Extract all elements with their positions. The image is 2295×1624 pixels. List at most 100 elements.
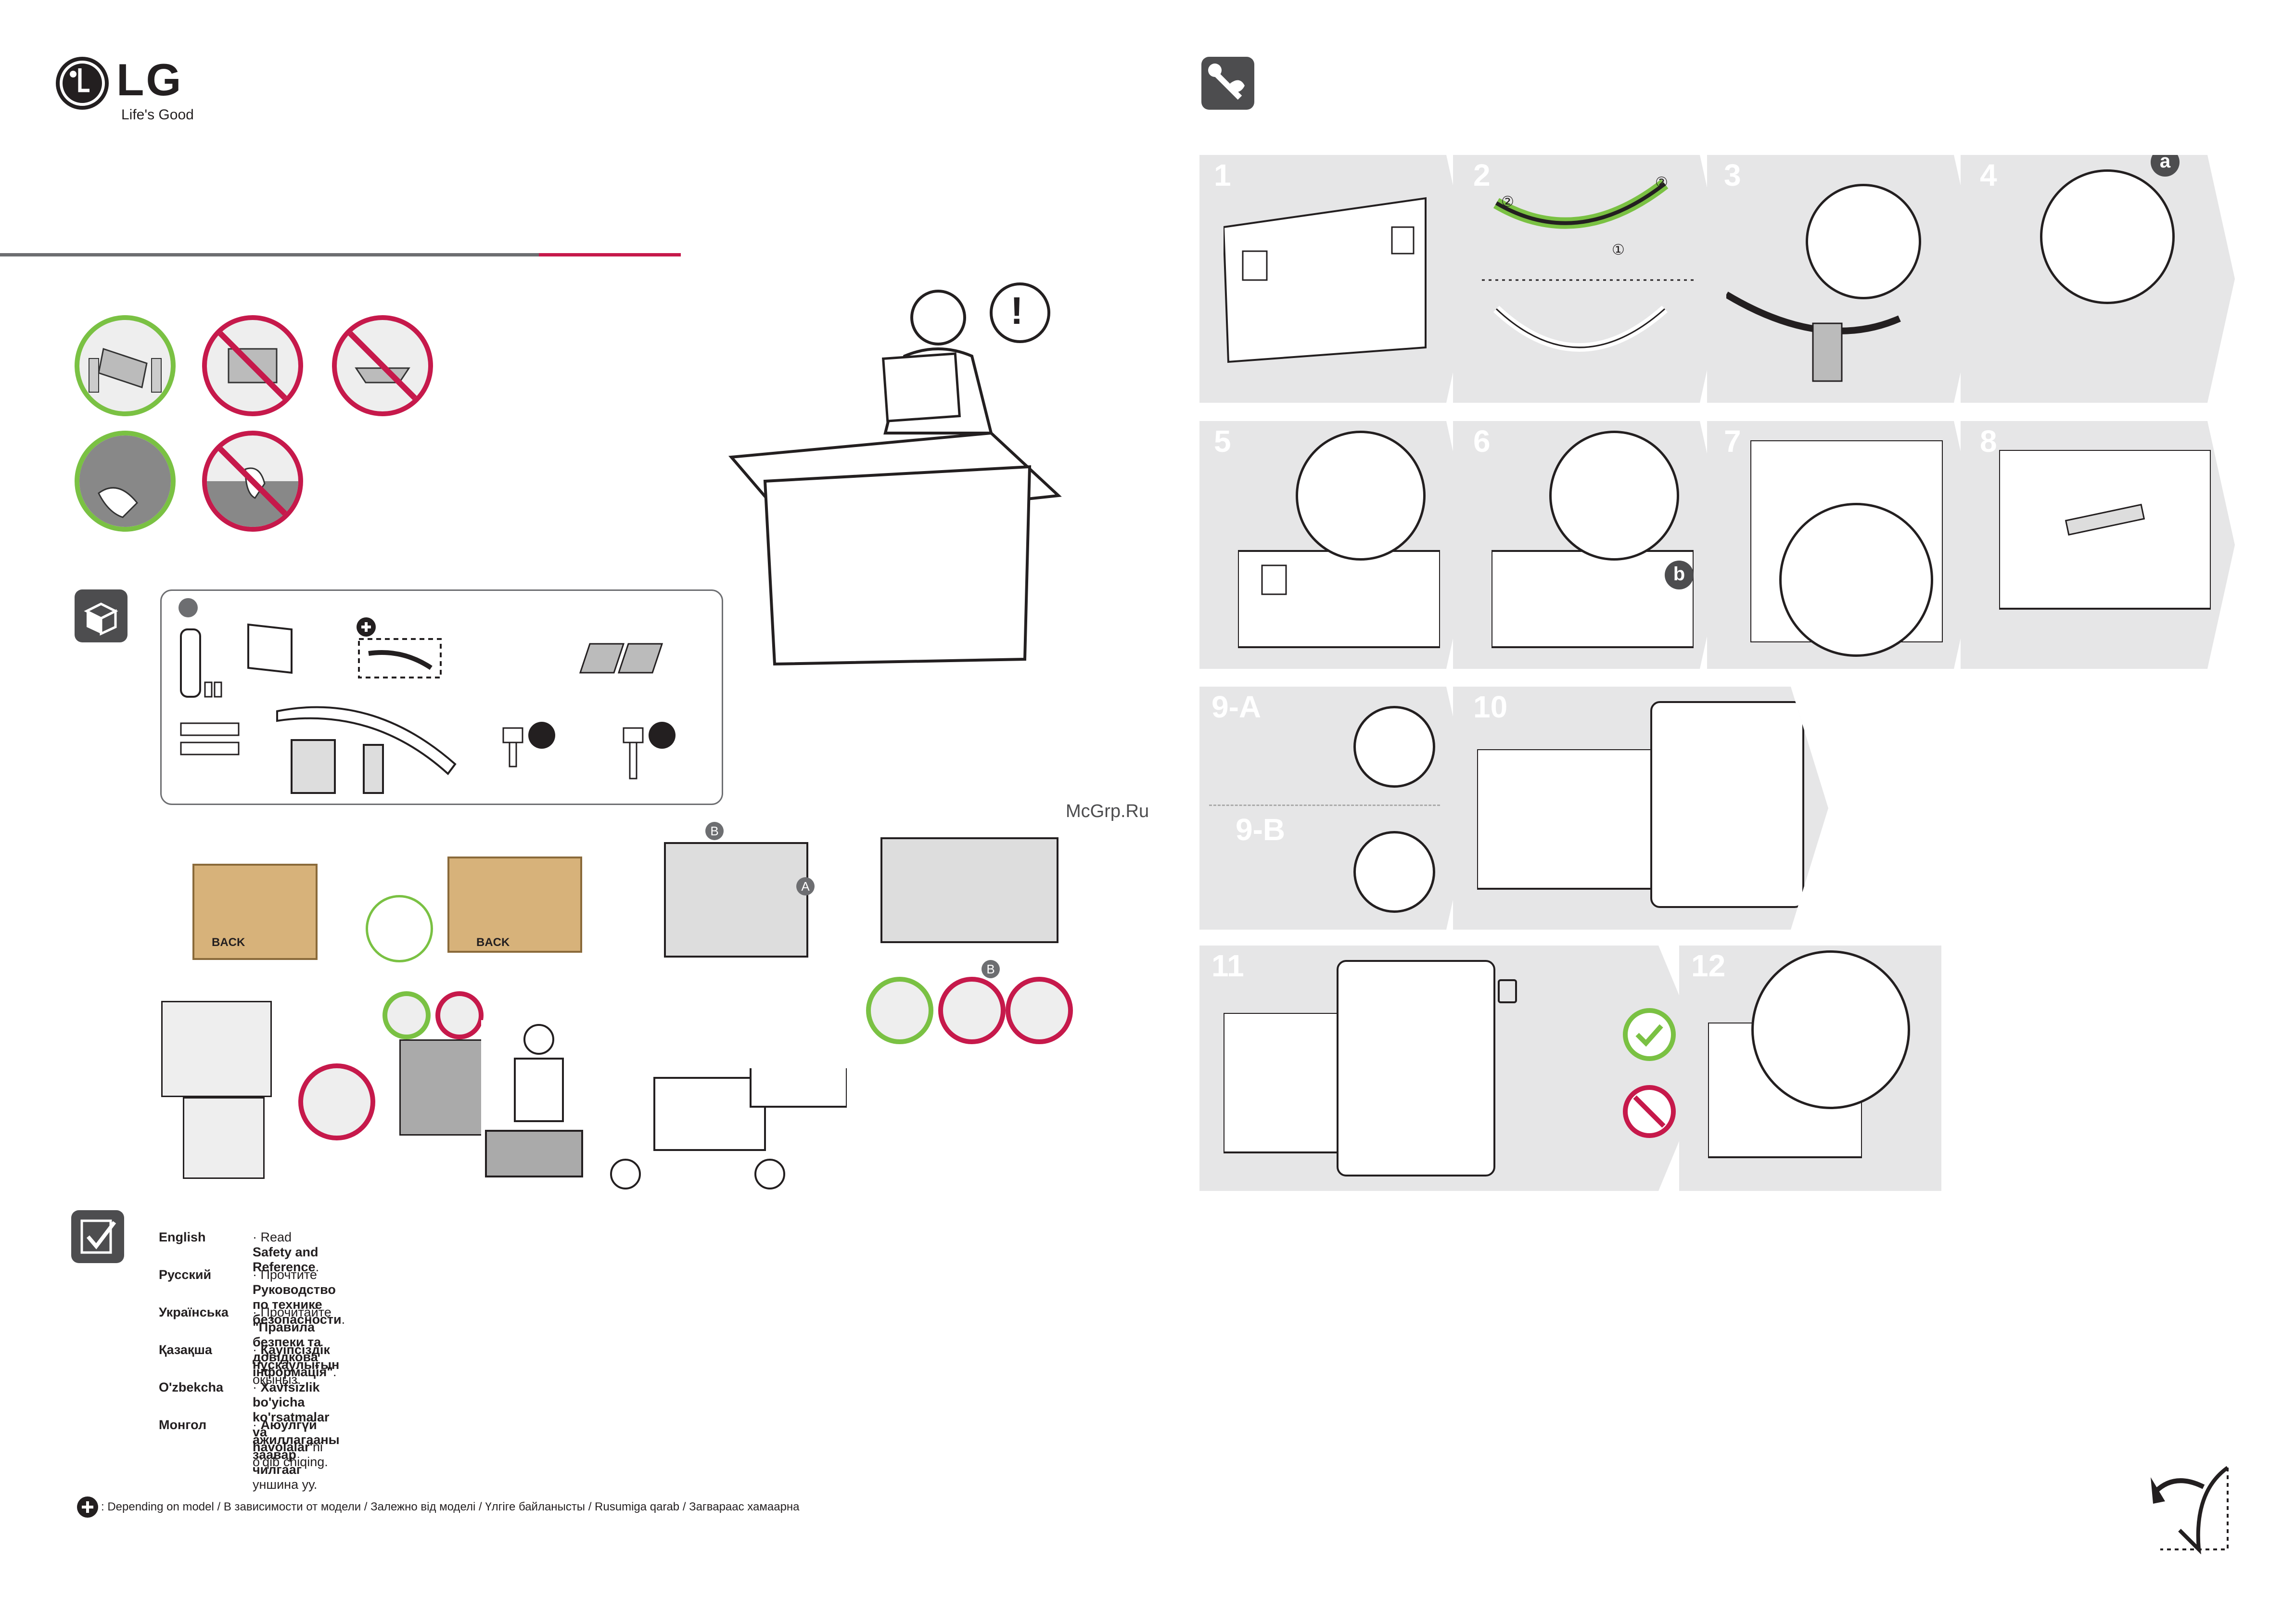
step-number: 7 [1724, 424, 1741, 459]
step-number: 12 [1691, 948, 1726, 983]
handling-ok-tiny [382, 991, 431, 1039]
handling-ok-small [866, 977, 933, 1044]
step-8-panel: 8 [1961, 421, 2235, 669]
plus-icon [357, 617, 376, 637]
lang-instruction: · Read Safety and Reference. [253, 1230, 319, 1274]
tools-icon [1201, 57, 1254, 110]
step-2-mark: ② [1501, 194, 1514, 210]
step-11-detail-box [1337, 960, 1495, 1176]
lang-name: Русский [159, 1267, 212, 1282]
step-4-zoom [2040, 169, 2175, 304]
unbox-step-slide-box [447, 857, 582, 953]
handling-no-small-1 [938, 977, 1006, 1044]
step-7-zoom [1779, 503, 1933, 657]
callout-B-1: B [705, 822, 724, 840]
box-label-back-2: BACK [476, 936, 510, 949]
step-number: 11 [1211, 948, 1244, 983]
lift-tv-step-1 [161, 1001, 272, 1097]
step-4-panel: 4 a [1961, 155, 2235, 403]
step-10-detail-box [1650, 701, 1804, 908]
lg-logo-icon [56, 57, 109, 110]
lang-name: English [159, 1230, 206, 1244]
stand-tv-upright-step [606, 1048, 848, 1203]
step-number: 4 [1980, 158, 1997, 192]
box-label-back-1: BACK [212, 936, 245, 949]
step-9-divider [1209, 805, 1440, 806]
step-number: 9-A [1211, 690, 1262, 724]
step-number: 9-B [1236, 812, 1286, 847]
bluetooth-icon [178, 598, 198, 617]
unbox-step-remove-packing [664, 842, 808, 958]
step-1-panel: 1 [1199, 155, 1474, 403]
step-number: 10 [1473, 690, 1508, 724]
person-carry-step [481, 1020, 592, 1179]
lang-instruction: · Прочитайте "Правила безпеки та довідко… [253, 1305, 337, 1379]
page-turn-icon [2151, 1466, 2229, 1554]
lang-name: Қазақша [159, 1343, 212, 1357]
step-10-panel: 10 [1453, 687, 1828, 930]
watermark: McGrp.Ru [1066, 801, 1149, 821]
unboxing-warning-illustration [728, 282, 1062, 666]
lang-instruction: · Аюулгүй ажиллагааны заавар чилгааг унш… [253, 1418, 340, 1492]
lang-instruction: · Прочтите Руководство по технике безопа… [253, 1267, 345, 1327]
step-11-panel: 11 [1199, 946, 1709, 1191]
step-2-panel: 2 ② ② ① [1453, 155, 1727, 403]
unbox-step-remove-stand [880, 837, 1058, 943]
handling-no-lift [298, 1063, 375, 1140]
plus-icon [77, 1496, 98, 1518]
handling-no-carry-flat [202, 315, 303, 416]
header-rule-gray [0, 253, 539, 256]
checklist-icon [71, 1210, 124, 1263]
lift-tv-step-2 [183, 1097, 265, 1179]
lang-instruction: · Xavfsizlik bo'yicha ko'rsatmalar va ha… [253, 1380, 330, 1469]
handling-no-tiny [435, 991, 484, 1039]
step-6-panel: 6 b [1453, 421, 1727, 669]
unbox-step-lift-box [192, 864, 318, 960]
unbox-zoom-clips [366, 895, 433, 962]
step-9a-zoom [1353, 706, 1435, 788]
box-contents-illustration [180, 623, 676, 794]
alert-mark: ! [1010, 289, 1023, 332]
callout-a: a [2151, 155, 2180, 177]
footnote-depending-on-model: : Depending on model / В зависимости от … [101, 1500, 800, 1513]
step-5-panel: 5 [1199, 421, 1474, 669]
brand-slogan: Life's Good [121, 107, 194, 123]
step-12-panel: 12 [1679, 946, 1941, 1191]
brand-logo-text: LG [116, 54, 183, 105]
step-2-mark: ① [1612, 242, 1625, 258]
step-9b-zoom [1353, 831, 1435, 913]
step-9-panel: 9-A 9-B [1199, 687, 1474, 930]
step-3-zoom [1806, 184, 1921, 299]
step-number: 6 [1473, 424, 1491, 459]
step-6-zoom [1549, 431, 1679, 561]
handling-no-touch-screen [202, 431, 303, 532]
box-open-icon [75, 589, 128, 642]
callout-A: A [796, 877, 815, 895]
lock-icon [1498, 979, 1517, 1003]
header-rule-red [539, 253, 681, 256]
step-7-panel: 7 [1707, 421, 1981, 669]
lang-instruction: · Қауіпсіздік нұсқаулығын оқыңыз. [253, 1343, 340, 1387]
step-5-zoom [1296, 431, 1426, 561]
step-number: 8 [1980, 424, 1997, 459]
handling-no-carry-horizontal [332, 315, 433, 416]
step-number: 1 [1214, 158, 1231, 192]
protect-screen-step [399, 1039, 496, 1136]
handling-ok-hold-frame [75, 431, 176, 532]
check-icon [1623, 1008, 1676, 1061]
step-12-zoom [1751, 950, 1910, 1109]
box-contents-panel [160, 589, 723, 805]
handling-ok-carry-vertical [75, 315, 176, 416]
callout-B-2: B [982, 960, 1000, 978]
handling-no-small-2 [1006, 977, 1073, 1044]
lang-name: Українська [159, 1305, 229, 1319]
step-3-panel: 3 [1707, 155, 1981, 403]
step-number: 5 [1214, 424, 1231, 459]
step-2-mark: ② [1655, 175, 1668, 191]
step-number: 3 [1724, 158, 1741, 192]
lang-name: O'zbekcha [159, 1380, 223, 1394]
prohibited-icon [1623, 1085, 1676, 1138]
callout-b: b [1665, 561, 1694, 589]
lang-name: Монгол [159, 1418, 207, 1432]
step-number: 2 [1473, 158, 1491, 192]
